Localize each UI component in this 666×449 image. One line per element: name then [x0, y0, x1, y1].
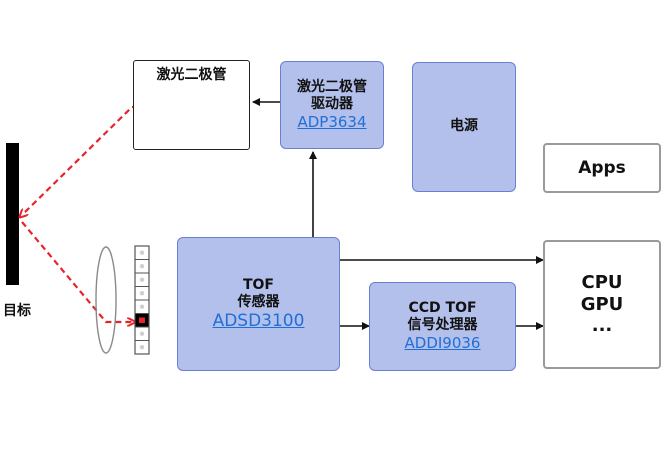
- sensor-array: [134, 245, 150, 355]
- power-label: 电源: [450, 118, 478, 135]
- host-line1: CPU: [581, 271, 623, 293]
- power-block: 电源: [412, 62, 516, 192]
- apps-block: Apps: [543, 143, 661, 193]
- ccd-part-link[interactable]: ADDI9036: [404, 334, 481, 353]
- emitted-beam: [22, 105, 148, 215]
- tof-part-link[interactable]: ADSD3100: [212, 310, 305, 331]
- laser-diode-label: 激光二极管: [156, 67, 227, 83]
- driver-label-line1: 激光二极管: [297, 78, 367, 95]
- reflected-beam: [21, 221, 132, 322]
- laser-driver-block: 激光二极管 驱动器 ADP3634: [280, 61, 384, 149]
- host-line2: GPU: [580, 293, 624, 315]
- ccd-label-line2: 信号处理器: [407, 317, 478, 334]
- target-object: [6, 143, 19, 285]
- host-line3: ...: [591, 315, 613, 337]
- driver-label-line2: 驱动器: [311, 95, 353, 112]
- apps-label: Apps: [578, 157, 626, 178]
- ccd-label-line1: CCD TOF: [408, 300, 477, 317]
- ccd-processor-block: CCD TOF 信号处理器 ADDI9036: [369, 282, 516, 371]
- tof-label-line1: TOF: [242, 276, 274, 293]
- driver-part-link[interactable]: ADP3634: [297, 112, 367, 131]
- tof-sensor-block: TOF 传感器 ADSD3100: [177, 237, 340, 371]
- lens: [95, 246, 117, 354]
- target-label: 目标: [3, 303, 31, 319]
- host-processor-block: CPU GPU ...: [543, 240, 661, 369]
- laser-diode-block: 激光二极管: [133, 60, 250, 150]
- tof-label-line2: 传感器: [237, 293, 280, 310]
